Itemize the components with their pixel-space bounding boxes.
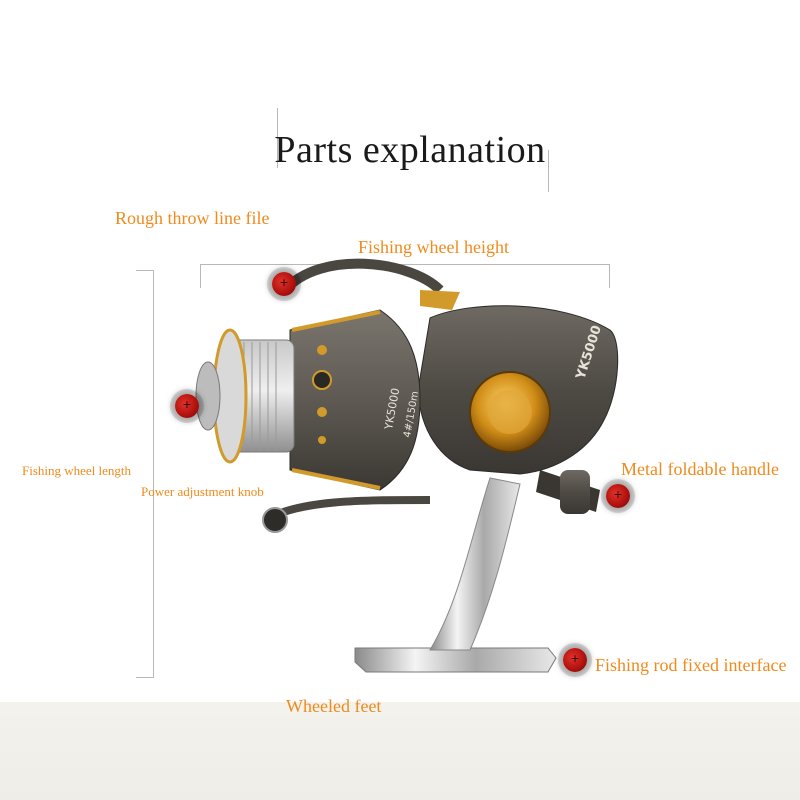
reel-stem <box>429 477 521 651</box>
label-handle: Metal foldable handle <box>621 459 779 479</box>
reel-drag-knob <box>195 361 221 431</box>
reel-line-roller <box>262 507 288 533</box>
floor-background <box>0 702 800 800</box>
label-power-knob: Power adjustment knob <box>141 484 264 499</box>
reel-rotor-cup <box>289 309 421 491</box>
height-dimension-tick-left <box>200 264 201 288</box>
reel-handle-knob <box>560 470 590 514</box>
page-title: Parts explanation <box>274 129 546 171</box>
reel-foot <box>354 647 557 673</box>
label-length: Fishing wheel length <box>22 463 132 478</box>
marker-rod-interface[interactable] <box>563 648 587 672</box>
marker-power-knob[interactable] <box>175 394 199 418</box>
height-dimension-line <box>200 264 610 265</box>
label-rod-interface: Fishing rod fixed interface <box>595 655 787 675</box>
title-bracket-left <box>277 108 278 168</box>
reel-bail-lower <box>263 496 431 524</box>
length-dimension-line <box>153 270 154 678</box>
label-feet: Wheeled feet <box>286 696 382 716</box>
height-dimension-tick-right <box>609 264 610 288</box>
label-height: Fishing wheel height <box>358 237 509 257</box>
marker-rough-throw[interactable] <box>272 272 296 296</box>
title-bracket-right <box>548 150 549 192</box>
marker-handle[interactable] <box>606 484 630 508</box>
reel-bail-arm <box>281 258 444 294</box>
length-dimension-tick-top <box>136 270 154 271</box>
length-dimension-tick-bottom <box>136 677 154 678</box>
label-rough-throw: Rough throw line file <box>115 208 270 228</box>
